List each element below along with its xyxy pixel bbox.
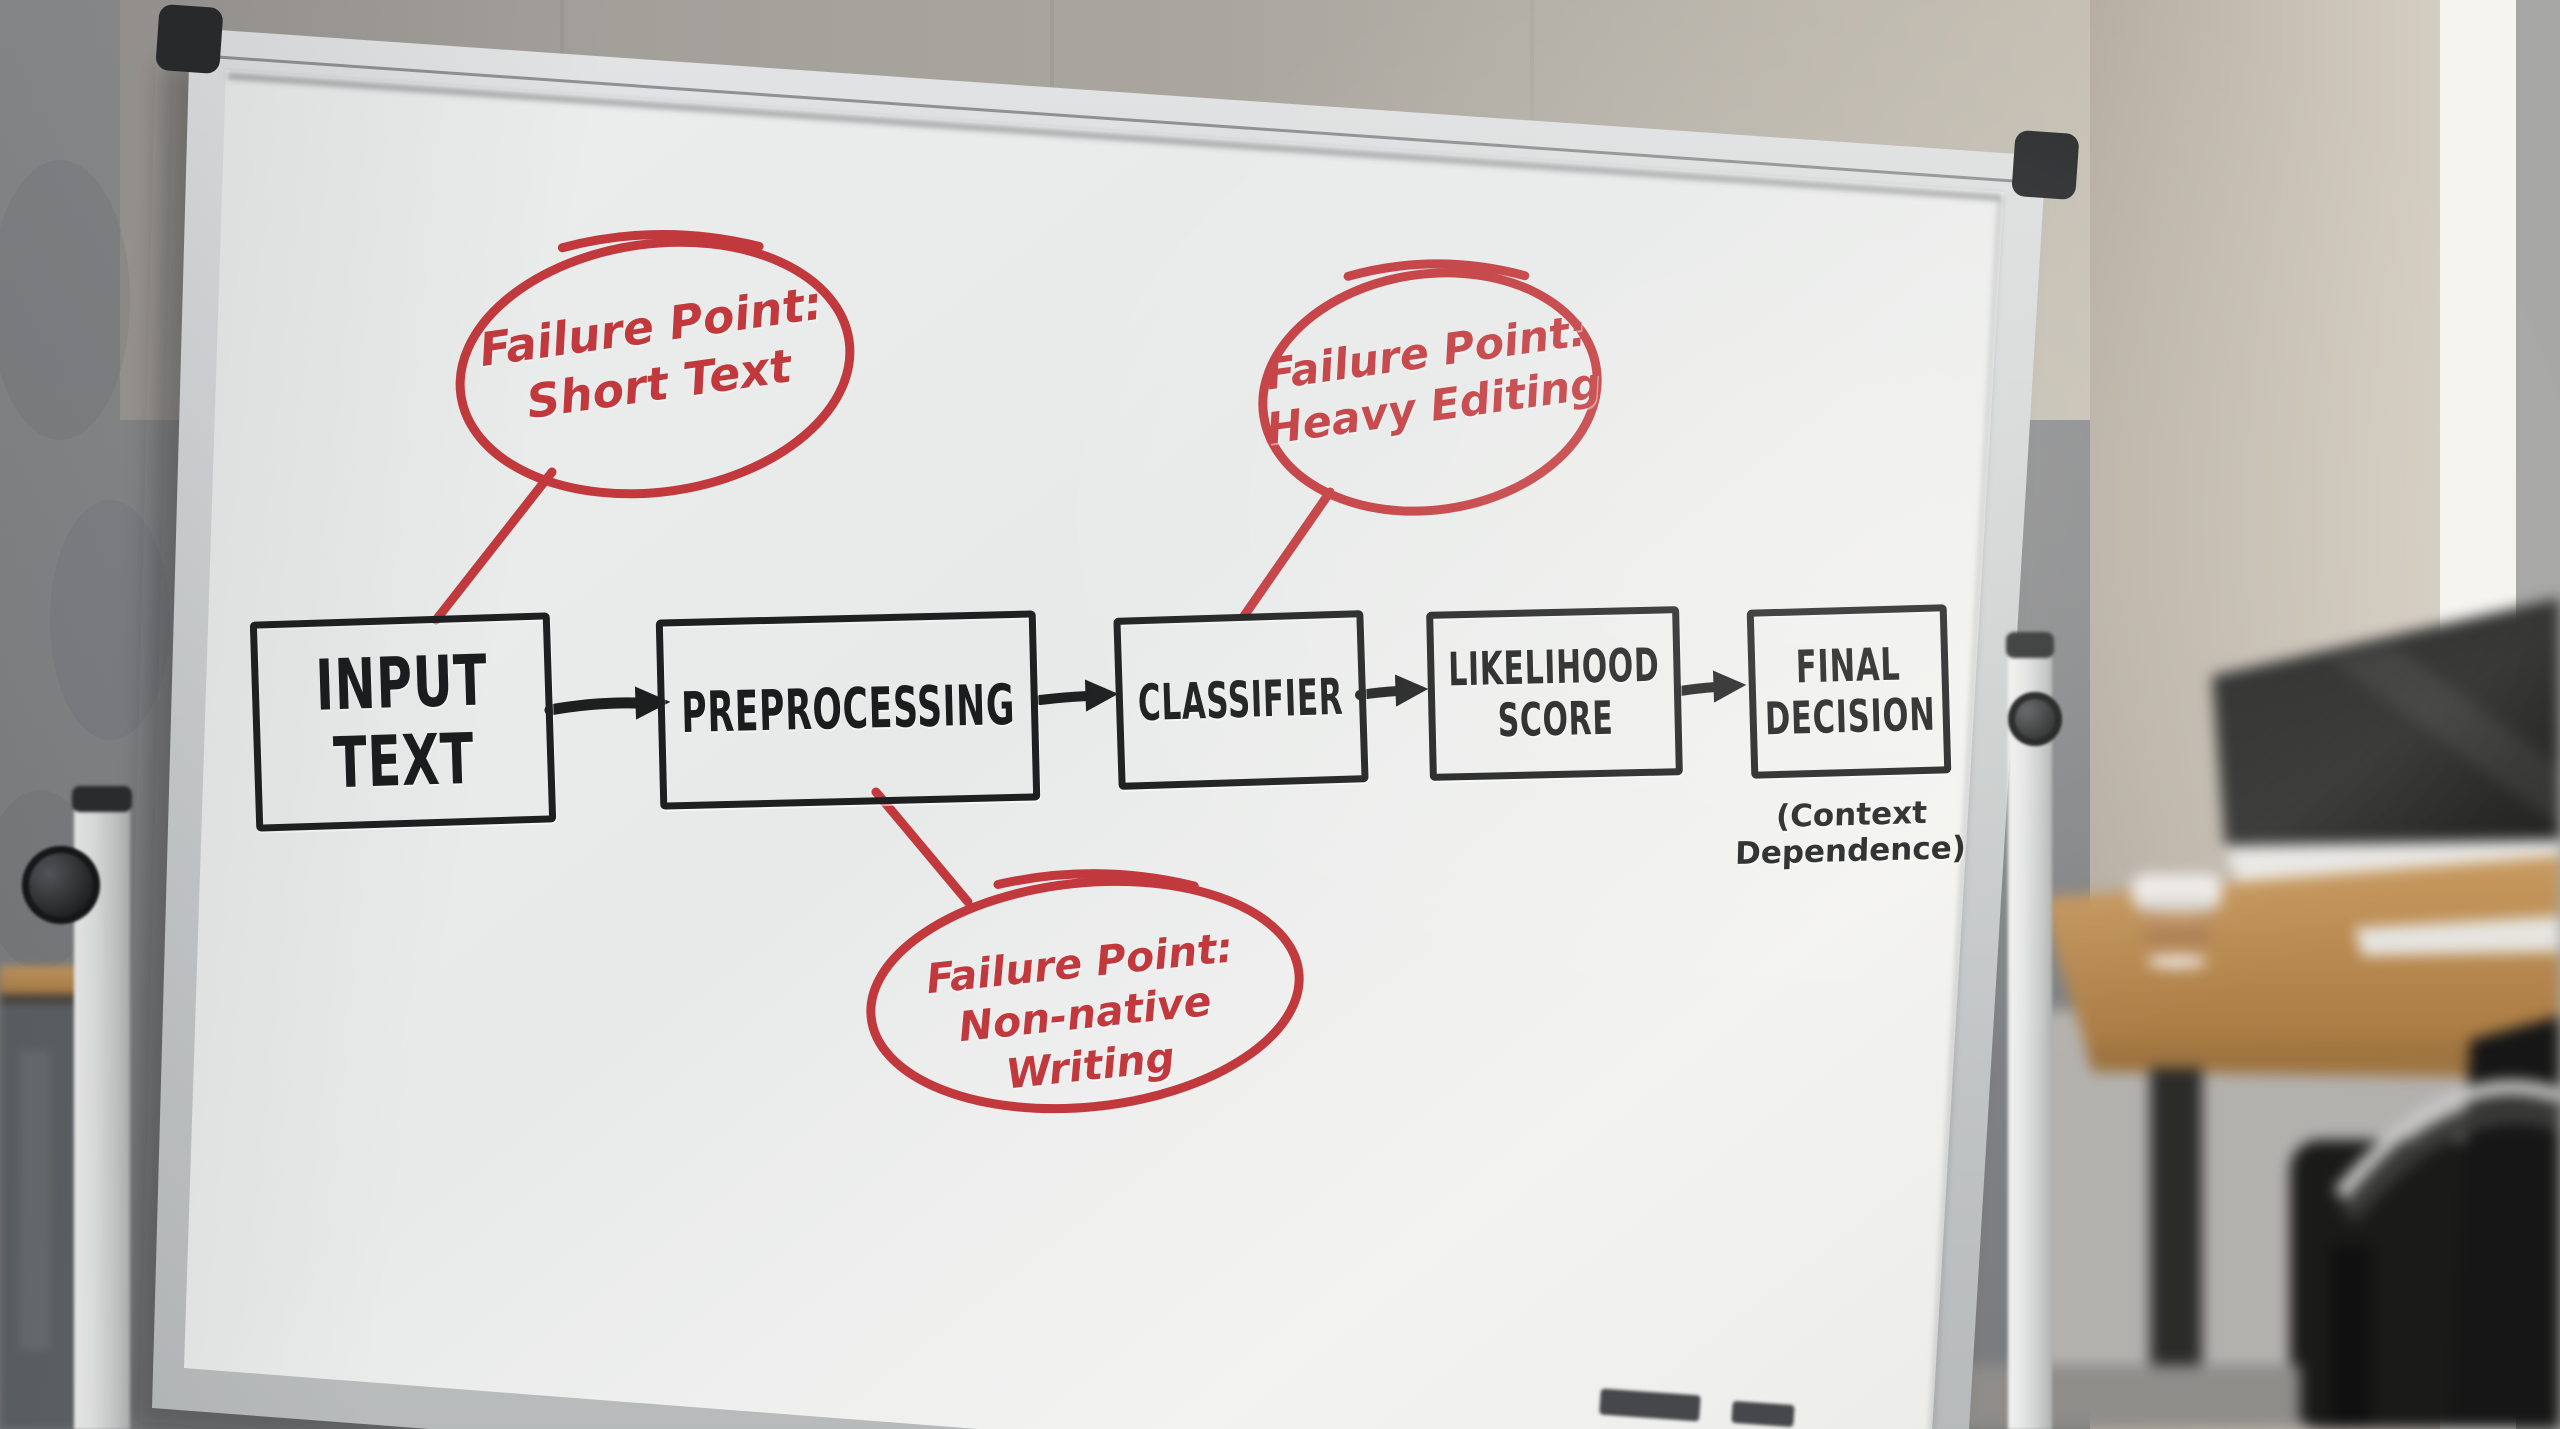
- node-label: INPUT: [314, 638, 489, 727]
- node-likelihood-score: LIKELIHOOD SCORE: [1426, 606, 1683, 781]
- node-preprocessing: PREPROCESSING: [655, 610, 1041, 810]
- node-label: TEXT: [332, 717, 476, 805]
- screen-reflection: [2330, 646, 2560, 826]
- node-input-text: INPUT TEXT: [249, 612, 557, 832]
- flow-arrow-1: [544, 686, 671, 720]
- desk-edge: [2086, 1042, 2560, 1078]
- stand-knob-left: [22, 846, 100, 924]
- connector-non-native: [871, 787, 973, 907]
- node-label: PREPROCESSING: [680, 672, 1016, 746]
- annotation-heavy-editing: Failure Point: Heavy Editing: [1239, 302, 1620, 460]
- coffee-cup: [2132, 874, 2222, 968]
- flow-arrow-4: [1675, 670, 1747, 703]
- context-dependence-note: (Context Dependence): [1734, 794, 1967, 873]
- annotation-non-native-writing: Failure Point: Non-native Writing: [861, 916, 1309, 1114]
- connector-short-text: [431, 467, 557, 625]
- annotation-ellipse-short-text: [455, 229, 855, 499]
- surface-right-shadow: [1929, 199, 2003, 1429]
- board-surface: [184, 70, 2004, 1429]
- corner-cap-top-right: [2012, 130, 2079, 200]
- annotation-short-text: Failure Point: Short Text: [454, 271, 856, 439]
- monitor-screen: [2212, 598, 2560, 846]
- frame-groove: [202, 54, 2029, 184]
- connector-heavy-editing: [1239, 487, 1335, 621]
- flow-arrow-2: [1035, 679, 1119, 712]
- stand-knob-right: [2008, 692, 2062, 746]
- keyboard: [2355, 916, 2560, 956]
- office-chair: [2290, 1016, 2560, 1429]
- annotation-ellipse-non-native: [866, 869, 1304, 1114]
- node-label: CLASSIFIER: [1137, 667, 1345, 733]
- node-label: LIKELIHOOD: [1447, 637, 1661, 697]
- node-classifier: CLASSIFIER: [1113, 610, 1369, 790]
- node-label: DECISION: [1763, 687, 1936, 745]
- node-label: SCORE: [1496, 690, 1614, 747]
- left-sideboard: [0, 966, 80, 1429]
- stand-pole-right: [2006, 632, 2054, 1429]
- node-label: FINAL: [1795, 637, 1902, 694]
- flow-arrow-3: [1355, 674, 1429, 707]
- desk-scene: [1960, 598, 2560, 1429]
- annotation-ellipse-heavy-editing: [1258, 259, 1602, 516]
- corner-cap-top-left: [156, 4, 223, 74]
- surface-top-shadow: [227, 73, 2003, 201]
- node-final-decision: FINAL DECISION: [1746, 604, 1952, 779]
